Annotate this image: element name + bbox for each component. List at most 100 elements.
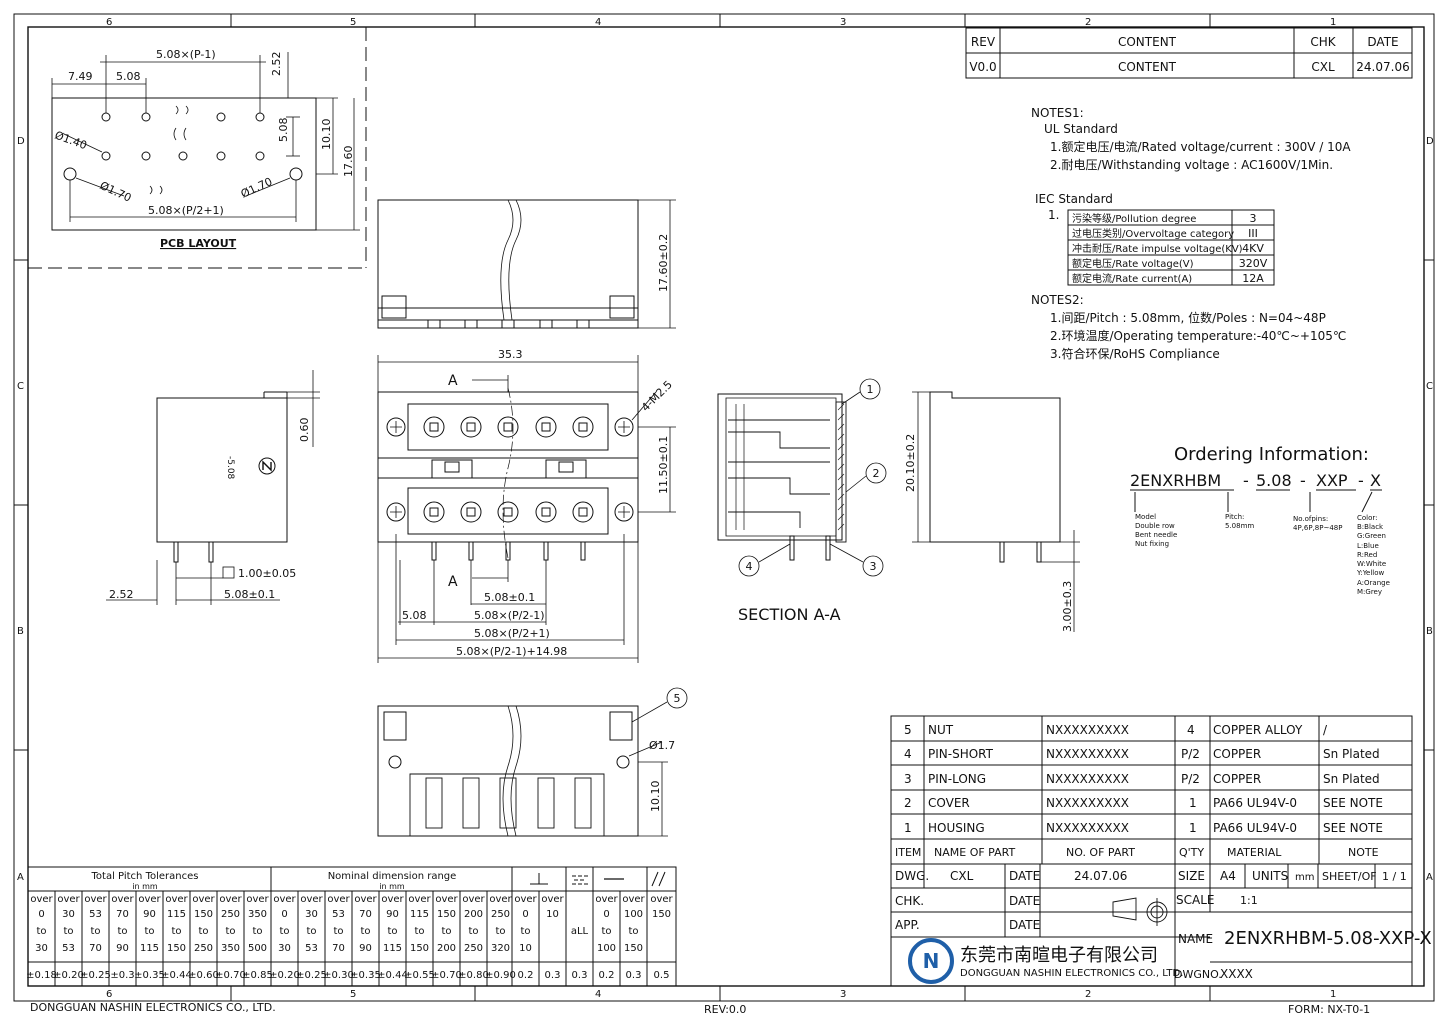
- tolerance-cell-nominal-1-1: 30: [305, 909, 318, 920]
- order-dash-1: -: [1243, 471, 1249, 490]
- pcb-dim-hole-1-40: Ø1.40: [53, 129, 89, 153]
- tolerance-cell-pitch-7-3: 350: [221, 943, 240, 954]
- bom-material-4: COPPER: [1213, 747, 1261, 761]
- bottom-dim-10-10: 10.10: [649, 781, 662, 813]
- top-dim-17-60: 17.60±0.2: [657, 234, 670, 292]
- balloon-5: 5: [674, 692, 681, 705]
- pcb-dim-pitch-total: 5.08×(P-1): [156, 48, 216, 61]
- sheet-label: SHEET/OF: [1322, 870, 1377, 883]
- tolerance-cell-nominal-0-0: over: [273, 894, 296, 905]
- nominal-range-unit: in mm: [379, 882, 405, 891]
- tolerance-cell-pitch-0-3: 30: [35, 943, 48, 954]
- zone-bottom-4: 4: [595, 989, 601, 1000]
- notes1-title: NOTES1:: [1031, 106, 1084, 120]
- tolerance-cell-nominal-2-4: ±0.30: [323, 970, 354, 981]
- tolerance-cell-flat-1-4: 0.3: [626, 970, 642, 981]
- date-value: 24.07.06: [1356, 60, 1409, 74]
- pcb-dim-hole-1-70-left: Ø1.70: [98, 179, 134, 205]
- size-label: SIZE: [1178, 869, 1205, 883]
- front-dim-overall: 5.08×(P/2-1)+14.98: [456, 645, 567, 658]
- company-name-en: DONGGUAN NASHIN ELECTRONICS CO., LTD.: [960, 968, 1183, 979]
- bom-name-nut: NUT: [928, 723, 954, 737]
- bom-item-5: 5: [904, 723, 912, 737]
- tolerance-cell-flat-1-1: 100: [624, 909, 643, 920]
- bom-name-cover: COVER: [928, 796, 970, 810]
- tolerance-cell-perp-0-2: to: [520, 926, 530, 937]
- tolerance-cell-pitch-4-1: 90: [143, 909, 156, 920]
- side-dim-0-60: 0.60: [298, 418, 311, 443]
- tolerance-cell-flat-1-2: to: [628, 926, 638, 937]
- tolerance-cell-pitch-0-1: 0: [38, 909, 44, 920]
- tolerance-cell-nominal-7-4: ±0.80: [458, 970, 489, 981]
- tolerance-cell-pitch-3-1: 70: [116, 909, 129, 920]
- tolerance-cell-nominal-4-3: 115: [383, 943, 402, 954]
- app-label: APP.: [895, 918, 920, 932]
- iec-overvoltage-value: III: [1248, 227, 1258, 240]
- side-dim-2-52: 2.52: [109, 588, 134, 601]
- rev-value: V0.0: [969, 60, 996, 74]
- order-color-yellow: Y:Yellow: [1356, 569, 1385, 577]
- tolerance-cell-perp-0-1: 0: [522, 909, 528, 920]
- zone-left-C: C: [17, 381, 24, 392]
- bom-header-note: NOTE: [1348, 846, 1379, 859]
- tolerance-cell-pitch-6-1: 150: [194, 909, 213, 920]
- notes2-title: NOTES2:: [1031, 293, 1084, 307]
- side-view: -5.08 0.60 2.52 1.00±0.05 5.08±0.1: [106, 370, 320, 605]
- footer-rev: REV:0.0: [704, 1003, 746, 1016]
- tolerance-cell-nominal-6-0: over: [435, 894, 458, 905]
- right-dim-3-00: 3.00±0.3: [1061, 581, 1074, 632]
- order-pitch-code: 5.08: [1256, 471, 1292, 490]
- bom-header-partno: NO. OF PART: [1066, 846, 1135, 859]
- tolerance-cell-pitch-4-0: over: [138, 894, 161, 905]
- tolerance-cell-pitch-0-4: ±0.18: [26, 970, 57, 981]
- bom-header-material: MATERIAL: [1227, 846, 1282, 859]
- iec-impulse-value: 4KV: [1242, 242, 1264, 255]
- tolerance-cell-nominal-4-0: over: [381, 894, 404, 905]
- order-color-orange: A:Orange: [1357, 579, 1390, 587]
- bom-qty-2: 1: [1189, 796, 1197, 810]
- app-date-label: DATE: [1009, 918, 1040, 932]
- zone-right-B: B: [1426, 626, 1433, 637]
- tolerance-cell-pitch-3-3: 90: [116, 943, 129, 954]
- tolerance-cell-perp-1-1: 10: [546, 909, 559, 920]
- sheet-frame: [13, 13, 1435, 1002]
- order-model-label: Model: [1135, 513, 1156, 521]
- order-dash-2: -: [1300, 471, 1306, 490]
- pcb-dim-7-49: 7.49: [68, 70, 93, 83]
- chk-value: CXL: [1311, 60, 1335, 74]
- scale-label: SCALE: [1176, 893, 1214, 907]
- bom-qty-5: 4: [1187, 723, 1195, 737]
- chk-label: CHK.: [895, 894, 924, 908]
- iec-voltage-label: 额定电压/Rate voltage(V): [1072, 257, 1194, 270]
- date-value: 24.07.06: [1074, 869, 1127, 883]
- tolerance-cell-nominal-7-1: 200: [464, 909, 483, 920]
- tolerance-cell-nominal-3-0: over: [354, 894, 377, 905]
- front-dim-11-50: 11.50±0.1: [657, 436, 670, 494]
- units-label: UNITS: [1252, 869, 1288, 883]
- ordering-title: Ordering Information:: [1174, 444, 1369, 465]
- zone-right-A: A: [1426, 872, 1433, 883]
- tolerance-cell-par-0-1: 150: [652, 909, 671, 920]
- pcb-dim-10-10: 10.10: [320, 119, 333, 151]
- bom-name-housing: HOUSING: [928, 821, 985, 835]
- bom-header-qty: Q'TY: [1179, 846, 1204, 859]
- tolerance-cell-nominal-5-3: 150: [410, 943, 429, 954]
- tolerance-cell-nominal-3-1: 70: [359, 909, 372, 920]
- dwgno-value: XXXX: [1220, 967, 1253, 981]
- rev-header: REV: [971, 35, 996, 49]
- tolerance-cell-pitch-8-4: ±0.85: [242, 970, 273, 981]
- pitch-note: 1.间距/Pitch : 5.08mm, 位数/Poles : N=04~48P: [1050, 310, 1326, 325]
- iec-item-number: 1.: [1048, 208, 1059, 222]
- title-block: N DWG. CXL DATE 24.07.06 CHK. DATE APP. …: [890, 863, 1432, 987]
- balloon-1: 1: [867, 383, 874, 396]
- front-dim-p-half-plus: 5.08×(P/2+1): [474, 627, 550, 640]
- zone-right-D: D: [1426, 136, 1434, 147]
- tolerance-cell-nominal-1-2: to: [306, 926, 316, 937]
- tolerance-cell-nominal-6-1: 150: [437, 909, 456, 920]
- order-color-label: Color:: [1357, 514, 1378, 522]
- zone-bottom-2: 2: [1085, 989, 1091, 1000]
- tolerance-cell-pitch-8-2: to: [252, 926, 262, 937]
- balloon-4: 4: [746, 560, 753, 573]
- bom-header-item: ITEM: [895, 846, 921, 859]
- order-model-code: 2ENXRHBM: [1130, 471, 1221, 490]
